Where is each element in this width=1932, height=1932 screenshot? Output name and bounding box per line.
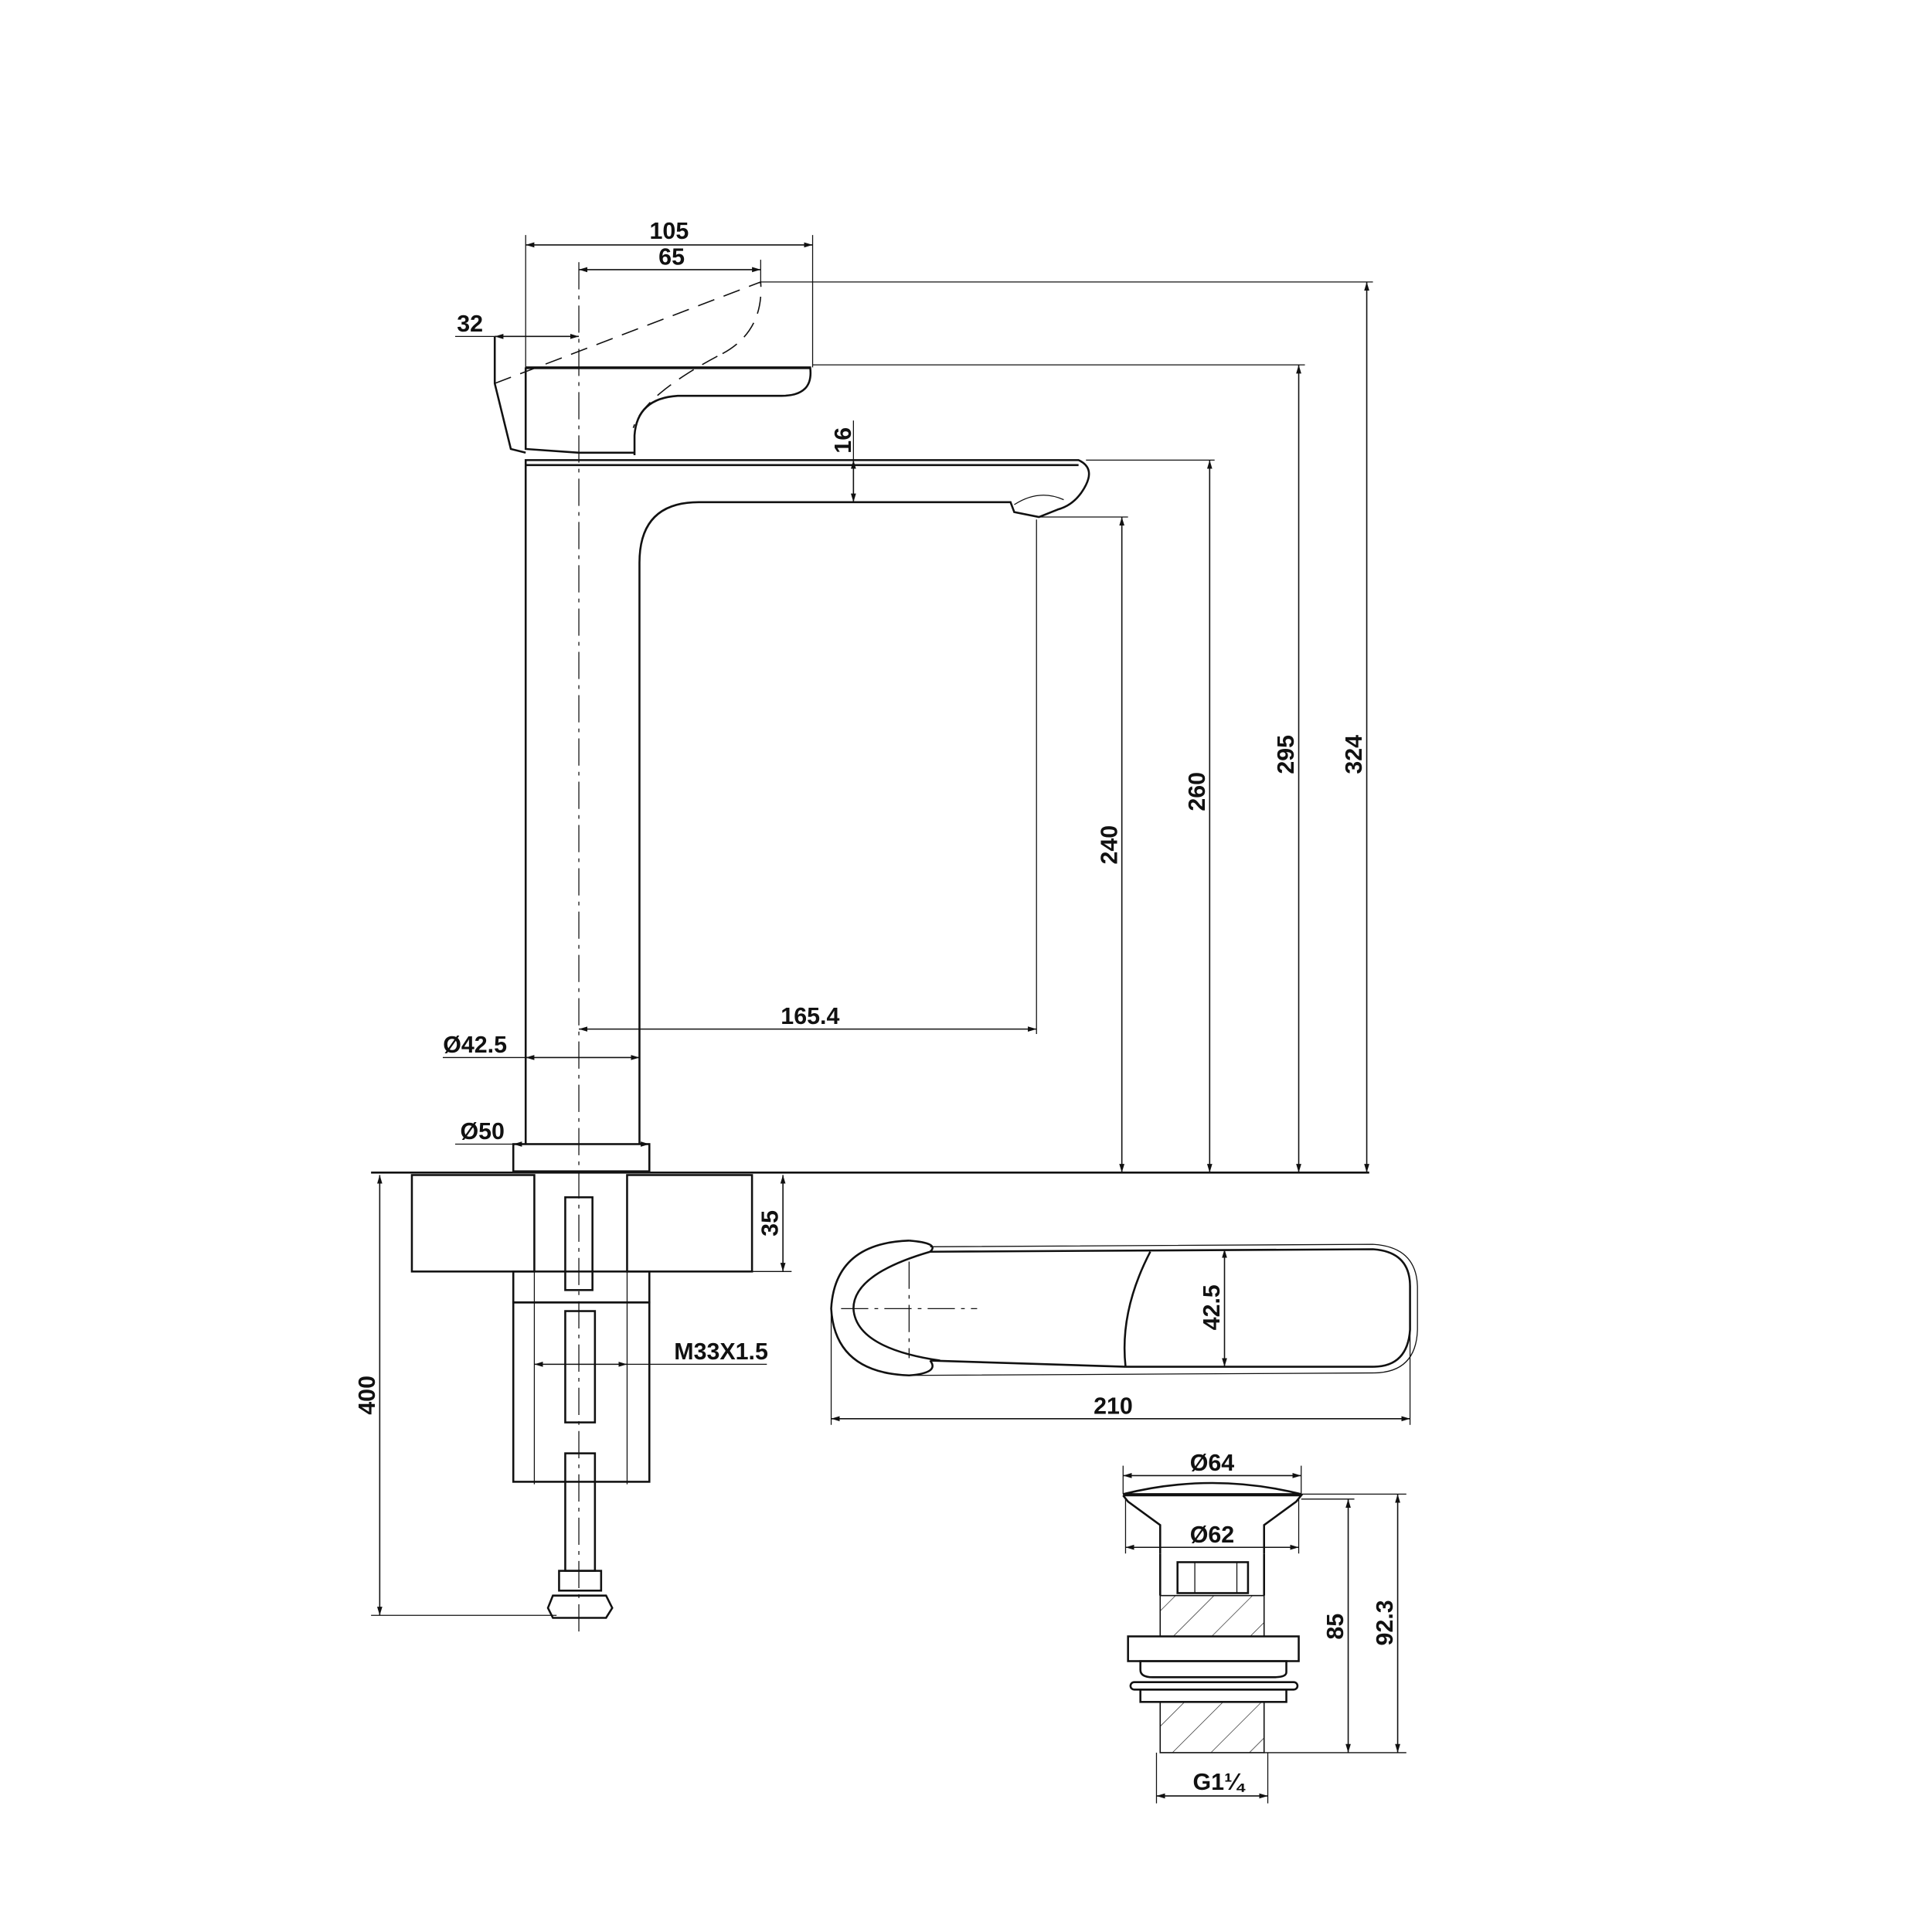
- dimension-label: 400: [354, 1376, 380, 1415]
- dimension-label: 295: [1273, 735, 1299, 774]
- dimension-label: 105: [650, 218, 689, 244]
- base-ring: [512, 1143, 651, 1172]
- dimension-label: 165.4: [781, 1003, 839, 1029]
- dimension-label: 85: [1322, 1614, 1349, 1640]
- dimension-label: Ø50: [460, 1118, 504, 1145]
- drain-flange: [1127, 1635, 1300, 1662]
- aerator: [1014, 495, 1064, 505]
- dimension-400: 400: [354, 1175, 557, 1616]
- lower-thread: [1159, 1701, 1265, 1753]
- dimension-label: Ø62: [1190, 1522, 1234, 1548]
- dimension-165-4: 165.4: [579, 519, 1037, 1035]
- dimension-label: 16: [830, 427, 856, 454]
- dimension-85-92-3: 85 92.3: [1264, 1493, 1406, 1753]
- pop-up-drain: Ø64 Ø62 85 92.3 G1¼: [1122, 1450, 1406, 1804]
- dimension-diameter-42-5: Ø42.5: [442, 1032, 640, 1060]
- dimension-g1-1-4: G1¼: [1155, 1752, 1269, 1804]
- dimension-label: 32: [457, 311, 483, 337]
- dimension-label: M33X1.5: [674, 1338, 768, 1365]
- mounting-kit: [512, 1175, 651, 1619]
- dimension-label: 210: [1094, 1393, 1133, 1419]
- vertical-dimensions: 240 260 295 324: [760, 281, 1373, 1173]
- dimension-210: 210: [830, 1311, 1411, 1425]
- countertop-section: [371, 1172, 1369, 1273]
- hose-fitting: [546, 1594, 614, 1619]
- drain-cap: [1122, 1481, 1302, 1495]
- dimension-label: 240: [1096, 825, 1122, 865]
- dimension-label: Ø42.5: [443, 1032, 507, 1058]
- faucet-body: [512, 459, 1090, 1172]
- dimension-m33: M33X1.5: [534, 1338, 768, 1367]
- dimension-65: 65: [579, 244, 761, 282]
- dimension-label: 324: [1341, 735, 1367, 774]
- dimension-label: 260: [1184, 772, 1210, 811]
- dimension-32: 32: [454, 311, 580, 339]
- dimension-label: 35: [757, 1210, 784, 1236]
- dimension-label: 42.5: [1199, 1284, 1225, 1330]
- hose: [564, 1310, 597, 1423]
- dimension-diameter-62: Ø62: [1124, 1498, 1300, 1554]
- dimension-105: 105: [525, 218, 814, 368]
- upper-thread: [1159, 1594, 1265, 1638]
- hose: [564, 1452, 597, 1572]
- dimension-diameter-50: Ø50: [454, 1118, 650, 1147]
- dimension-label: G1¼: [1193, 1769, 1247, 1795]
- dimension-label: 65: [658, 244, 685, 270]
- dimension-diameter-64: Ø64: [1122, 1450, 1302, 1495]
- dimension-35: 35: [752, 1175, 792, 1272]
- dimension-label: Ø64: [1190, 1450, 1235, 1476]
- dimension-16: 16: [830, 420, 856, 502]
- dimension-label: 92.3: [1372, 1600, 1398, 1645]
- faucet-top-view: 42.5 210: [830, 1240, 1418, 1425]
- handle: [493, 281, 812, 455]
- faucet-side-view: 105 65 32 16 240 260 295 324 165.4 Ø42: [354, 218, 1373, 1633]
- dimension-42-5: 42.5: [1199, 1249, 1227, 1367]
